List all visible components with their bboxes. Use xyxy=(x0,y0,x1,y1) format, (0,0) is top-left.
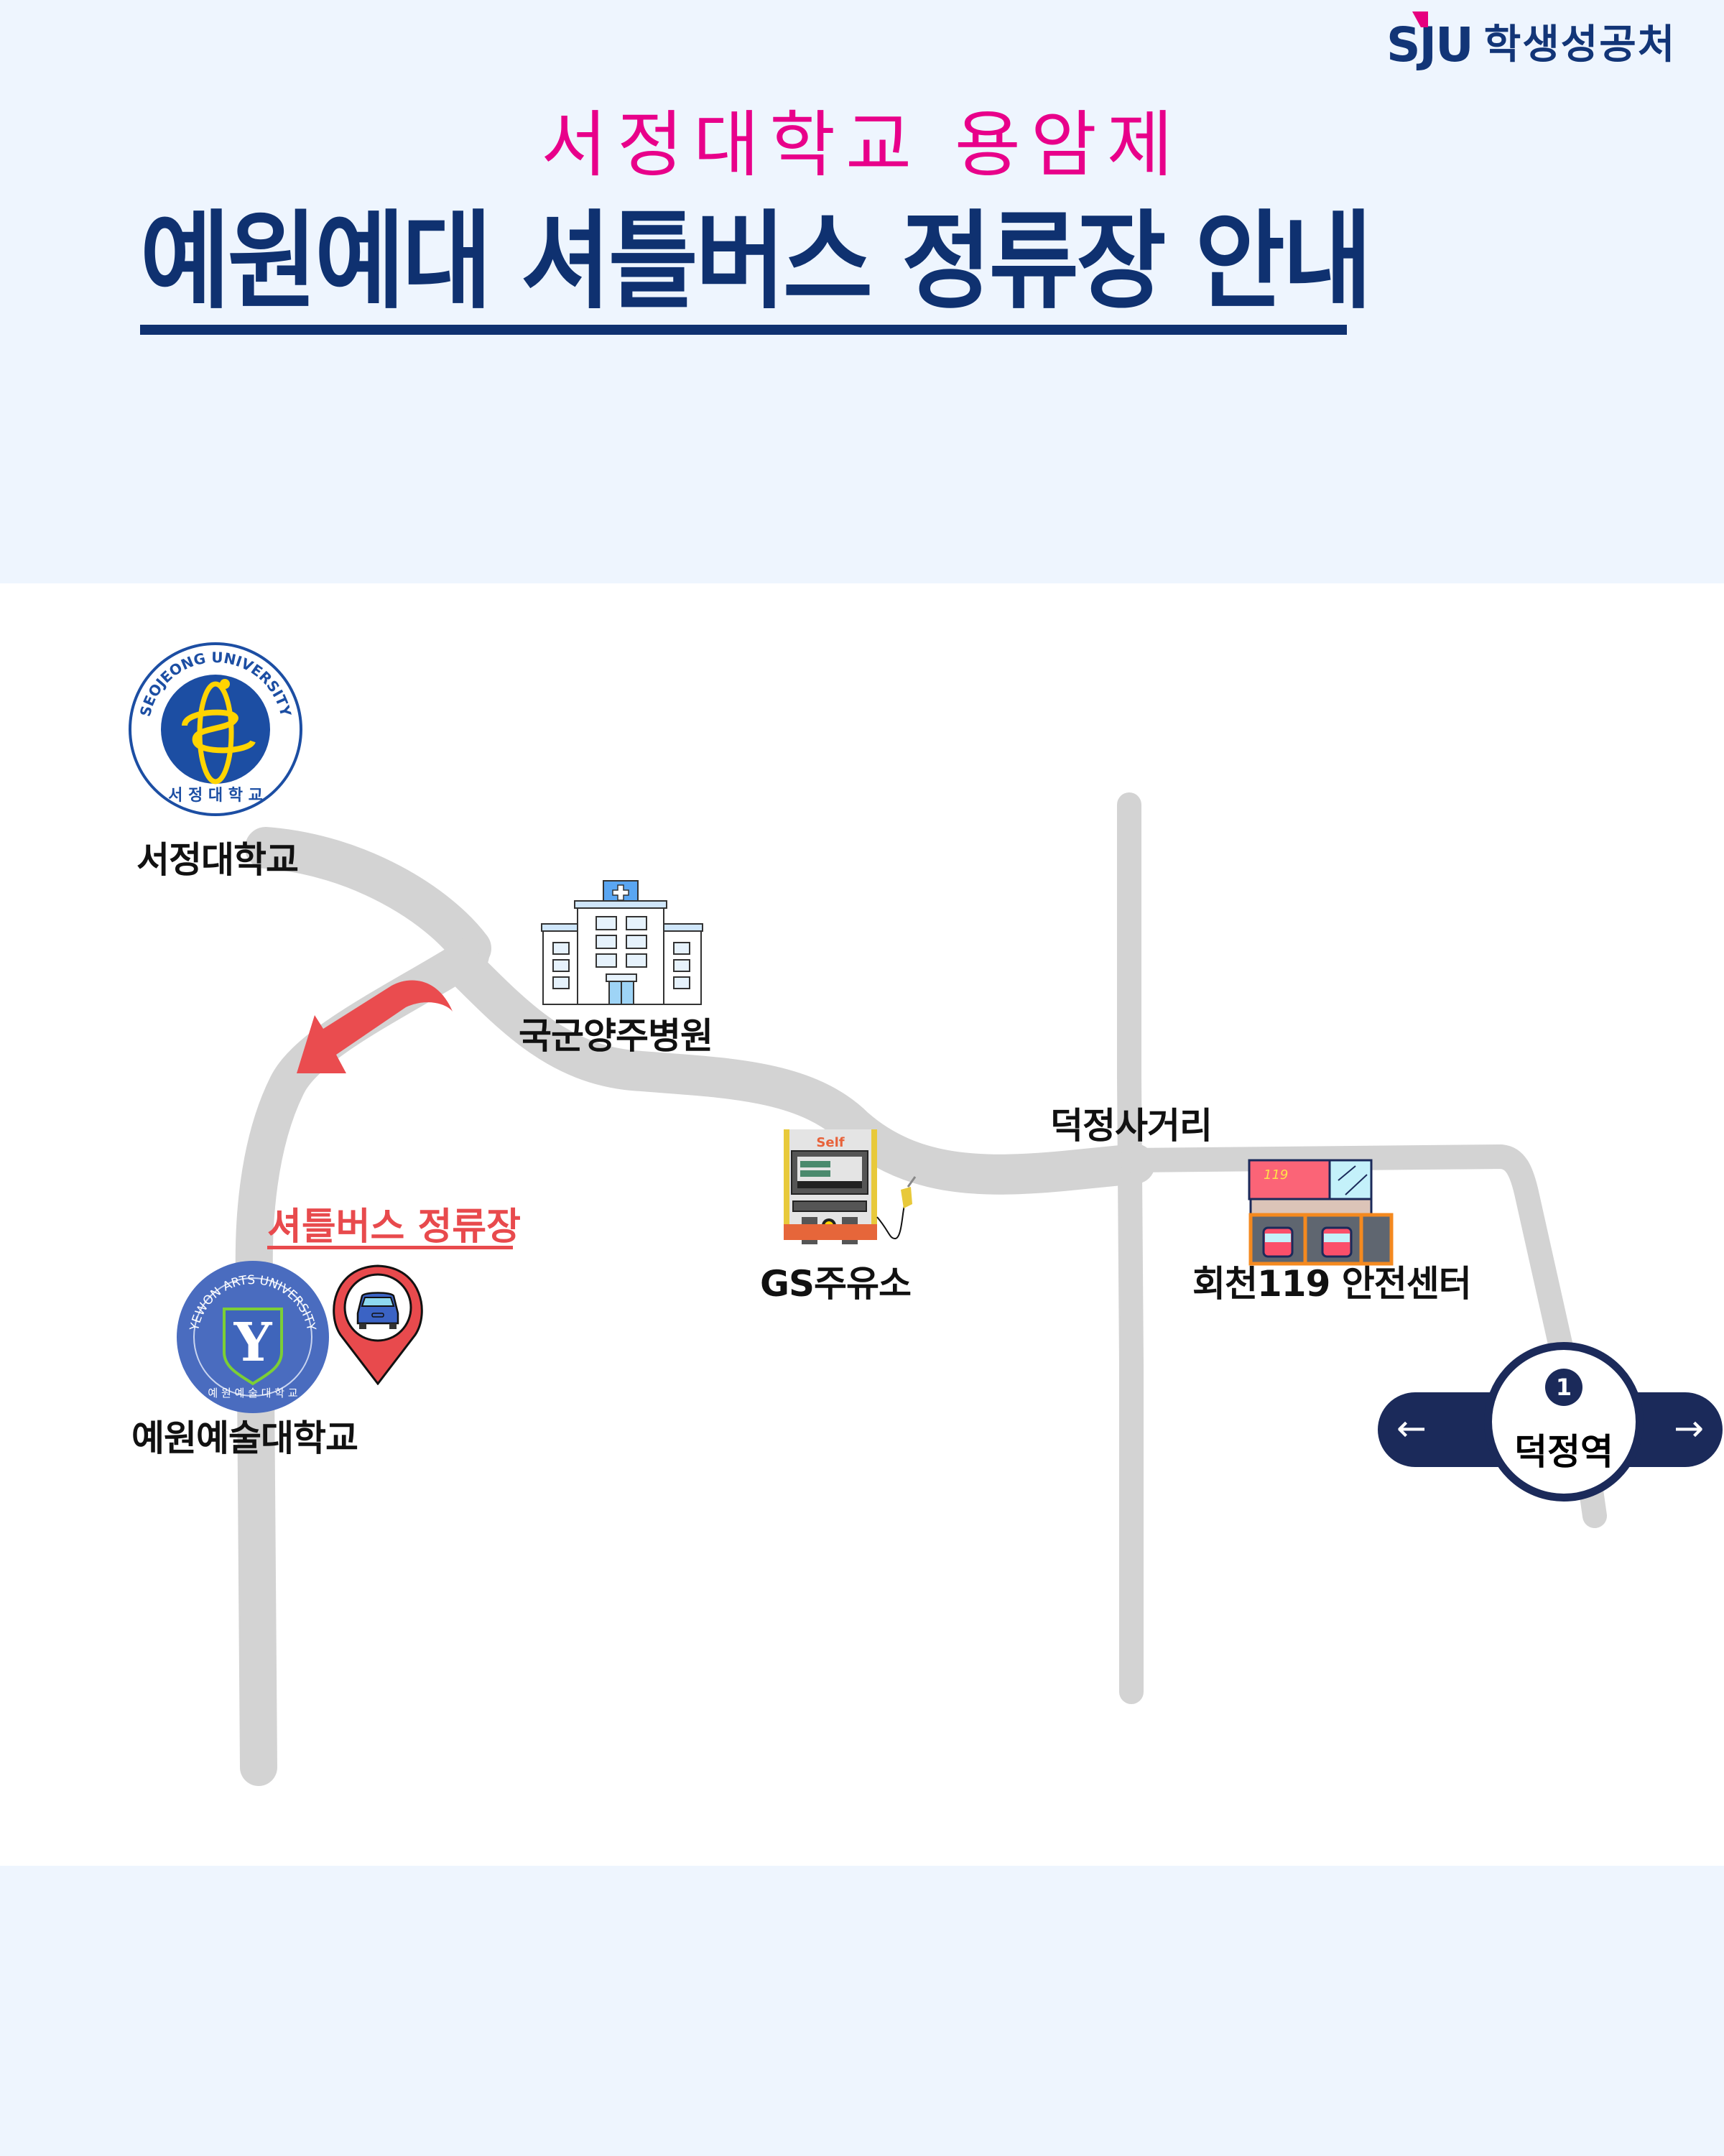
road-east xyxy=(1119,1144,1607,1528)
road-vertical xyxy=(1117,792,1144,1704)
road-network xyxy=(235,792,1607,1786)
hospital-icon xyxy=(540,879,705,1006)
shuttle-stop-pin-icon[interactable] xyxy=(330,1263,425,1386)
logo-text: 학생성공처 xyxy=(1483,22,1677,68)
fire-station-building: 119 xyxy=(1248,1159,1395,1267)
deokjeong-station-sign[interactable]: ← → 1 덕정역 xyxy=(1378,1342,1723,1522)
fire-station-label: 회천119 안전센터 xyxy=(1192,1263,1472,1305)
sju-logo-mark: SJU xyxy=(1386,11,1474,69)
svg-text:119: 119 xyxy=(1264,1167,1288,1183)
yewon-arts-university-label: 예원예술대학교 xyxy=(131,1417,358,1459)
line-number-badge: 1 xyxy=(1545,1369,1582,1406)
svg-text:예 원 예 술 대 학 교: 예 원 예 술 대 학 교 xyxy=(208,1387,297,1399)
gas-station-label: GS주유소 xyxy=(760,1263,912,1305)
flag-icon xyxy=(1412,11,1428,27)
seojeong-university-label: 서정대학교 xyxy=(136,839,299,881)
road-main xyxy=(447,950,1155,1195)
svg-text:서 정 대 학 교: 서 정 대 학 교 xyxy=(168,787,263,805)
svg-text:Y: Y xyxy=(233,1312,273,1374)
route-map: SEOJEONG UNIVERSITY 서 정 대 학 교 서정대학교 xyxy=(0,583,1724,1866)
road-seojeong xyxy=(245,827,491,969)
gas-pump-icon: Self xyxy=(782,1124,918,1246)
seojeong-university-logo: SEOJEONG UNIVERSITY 서 정 대 학 교 xyxy=(127,641,304,818)
svg-text:Self: Self xyxy=(816,1135,844,1150)
shuttle-stop-label: 셔틀버스 정류장 xyxy=(267,1206,521,1249)
fire-station-icon xyxy=(1248,1742,1395,1850)
route-arrow-icon xyxy=(297,980,453,1073)
shuttle-stop-underline xyxy=(267,1246,513,1249)
hospital-label: 국군양주병원 xyxy=(519,1015,713,1057)
station-name: 덕정역 xyxy=(1514,1431,1613,1473)
intersection-label: 덕정사거리 xyxy=(1050,1105,1213,1147)
festival-subtitle: 서정대학교 용암제 xyxy=(541,103,1183,187)
page-title-block: 예원예대 셔틀버스 정류장 안내 xyxy=(140,200,1477,335)
arrow-right-icon: → xyxy=(1674,1407,1704,1449)
arrow-left-icon: ← xyxy=(1396,1407,1427,1449)
sju-student-success-logo: SJU 학생성공처 xyxy=(1386,11,1677,69)
yewon-arts-university-logo: Y YEWON ARTS UNIVERSITY 예 원 예 술 대 학 교 xyxy=(176,1260,330,1414)
title-underline xyxy=(140,325,1347,335)
page-title: 예원예대 셔틀버스 정류장 안내 xyxy=(140,200,1372,323)
station-circle: 1 덕정역 xyxy=(1484,1342,1644,1502)
car-icon xyxy=(356,1292,399,1329)
